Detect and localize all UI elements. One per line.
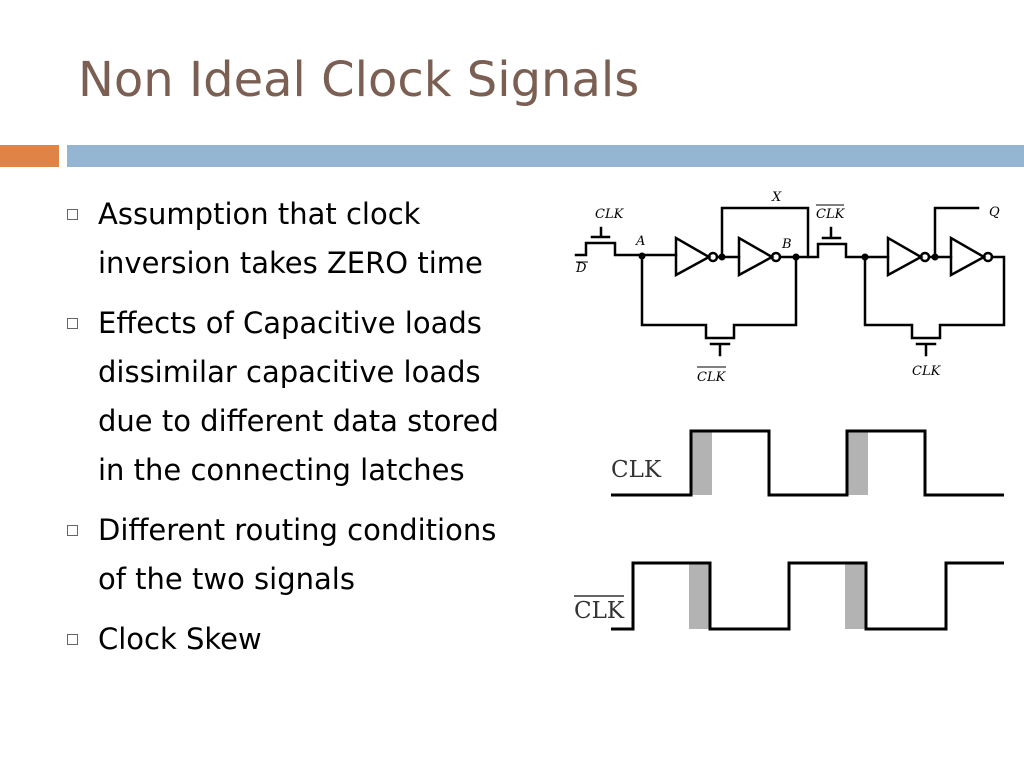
bullet-item: Assumption that clock inversion takes ZE… [64, 190, 564, 288]
label-q: Q [989, 205, 1000, 220]
feedback-gate-2 [915, 342, 937, 357]
bullet-list: Assumption that clock inversion takes ZE… [64, 190, 564, 675]
square-bullet-icon [67, 525, 78, 536]
bullet-item: Effects of Capacitive loads dissimilar c… [64, 299, 564, 495]
waveform-label-clk-bar: CLK [574, 598, 625, 624]
skew-shade [691, 431, 712, 495]
label-a: A [635, 234, 645, 249]
square-bullet-icon [67, 209, 78, 220]
bullet-line: due to different data stored [98, 404, 499, 438]
inverter-1 [674, 235, 712, 278]
feedback-gate-1 [709, 342, 731, 357]
bullet-line: dissimilar capacitive loads [98, 355, 481, 389]
inverter-3 [886, 235, 924, 278]
clock-waveforms: CLK CLK [574, 429, 1004, 631]
bullet-line: Effects of Capacitive loads [98, 306, 482, 340]
latch-circuit-diagram: CLK D A B X CLK Q CLK CLK [574, 190, 1006, 385]
clkbar-pass-gate [821, 226, 842, 240]
label-clk-bar-bottom: CLK [697, 370, 727, 385]
wire-x [720, 206, 810, 259]
clk-pass-transistor [574, 241, 644, 257]
bullet-line: Different routing conditions [98, 513, 497, 547]
bullet-line: Assumption that clock [98, 197, 421, 231]
bullet-line: of the two signals [98, 562, 355, 596]
label-clk-bottom: CLK [912, 364, 942, 379]
bullet-item: Different routing conditions of the two … [64, 506, 564, 604]
square-bullet-icon [67, 318, 78, 329]
feedback-loop-1 [640, 253, 798, 340]
clk-bar-waveform [611, 561, 1004, 631]
slide-title: Non Ideal Clock Signals [78, 52, 640, 108]
skew-shade [689, 563, 710, 629]
square-bullet-icon [67, 634, 78, 645]
bullet-line: in the connecting latches [98, 453, 465, 487]
accent-bar-orange [0, 145, 59, 167]
label-d: D [575, 261, 587, 276]
bullet-line: inversion takes ZERO time [98, 246, 483, 280]
clkbar-pass-transistor [778, 242, 867, 259]
feedback-loop-2 [863, 255, 1006, 340]
skew-shade [847, 431, 868, 495]
bullet-item: Clock Skew [64, 615, 564, 664]
inverter-4 [949, 235, 987, 278]
bullet-line: Clock Skew [98, 622, 262, 656]
accent-bar-blue [67, 145, 1024, 167]
label-b: B [781, 237, 792, 252]
label-clk: CLK [595, 207, 625, 222]
inverter-2 [737, 235, 775, 278]
clk-waveform [611, 429, 1004, 497]
label-clk-bar-top: CLK [816, 207, 846, 222]
skew-shade [845, 563, 866, 629]
label-x: X [771, 190, 782, 205]
waveform-label-clk: CLK [611, 457, 662, 483]
wire-q [933, 206, 980, 259]
clk-pass-gate [590, 226, 611, 239]
